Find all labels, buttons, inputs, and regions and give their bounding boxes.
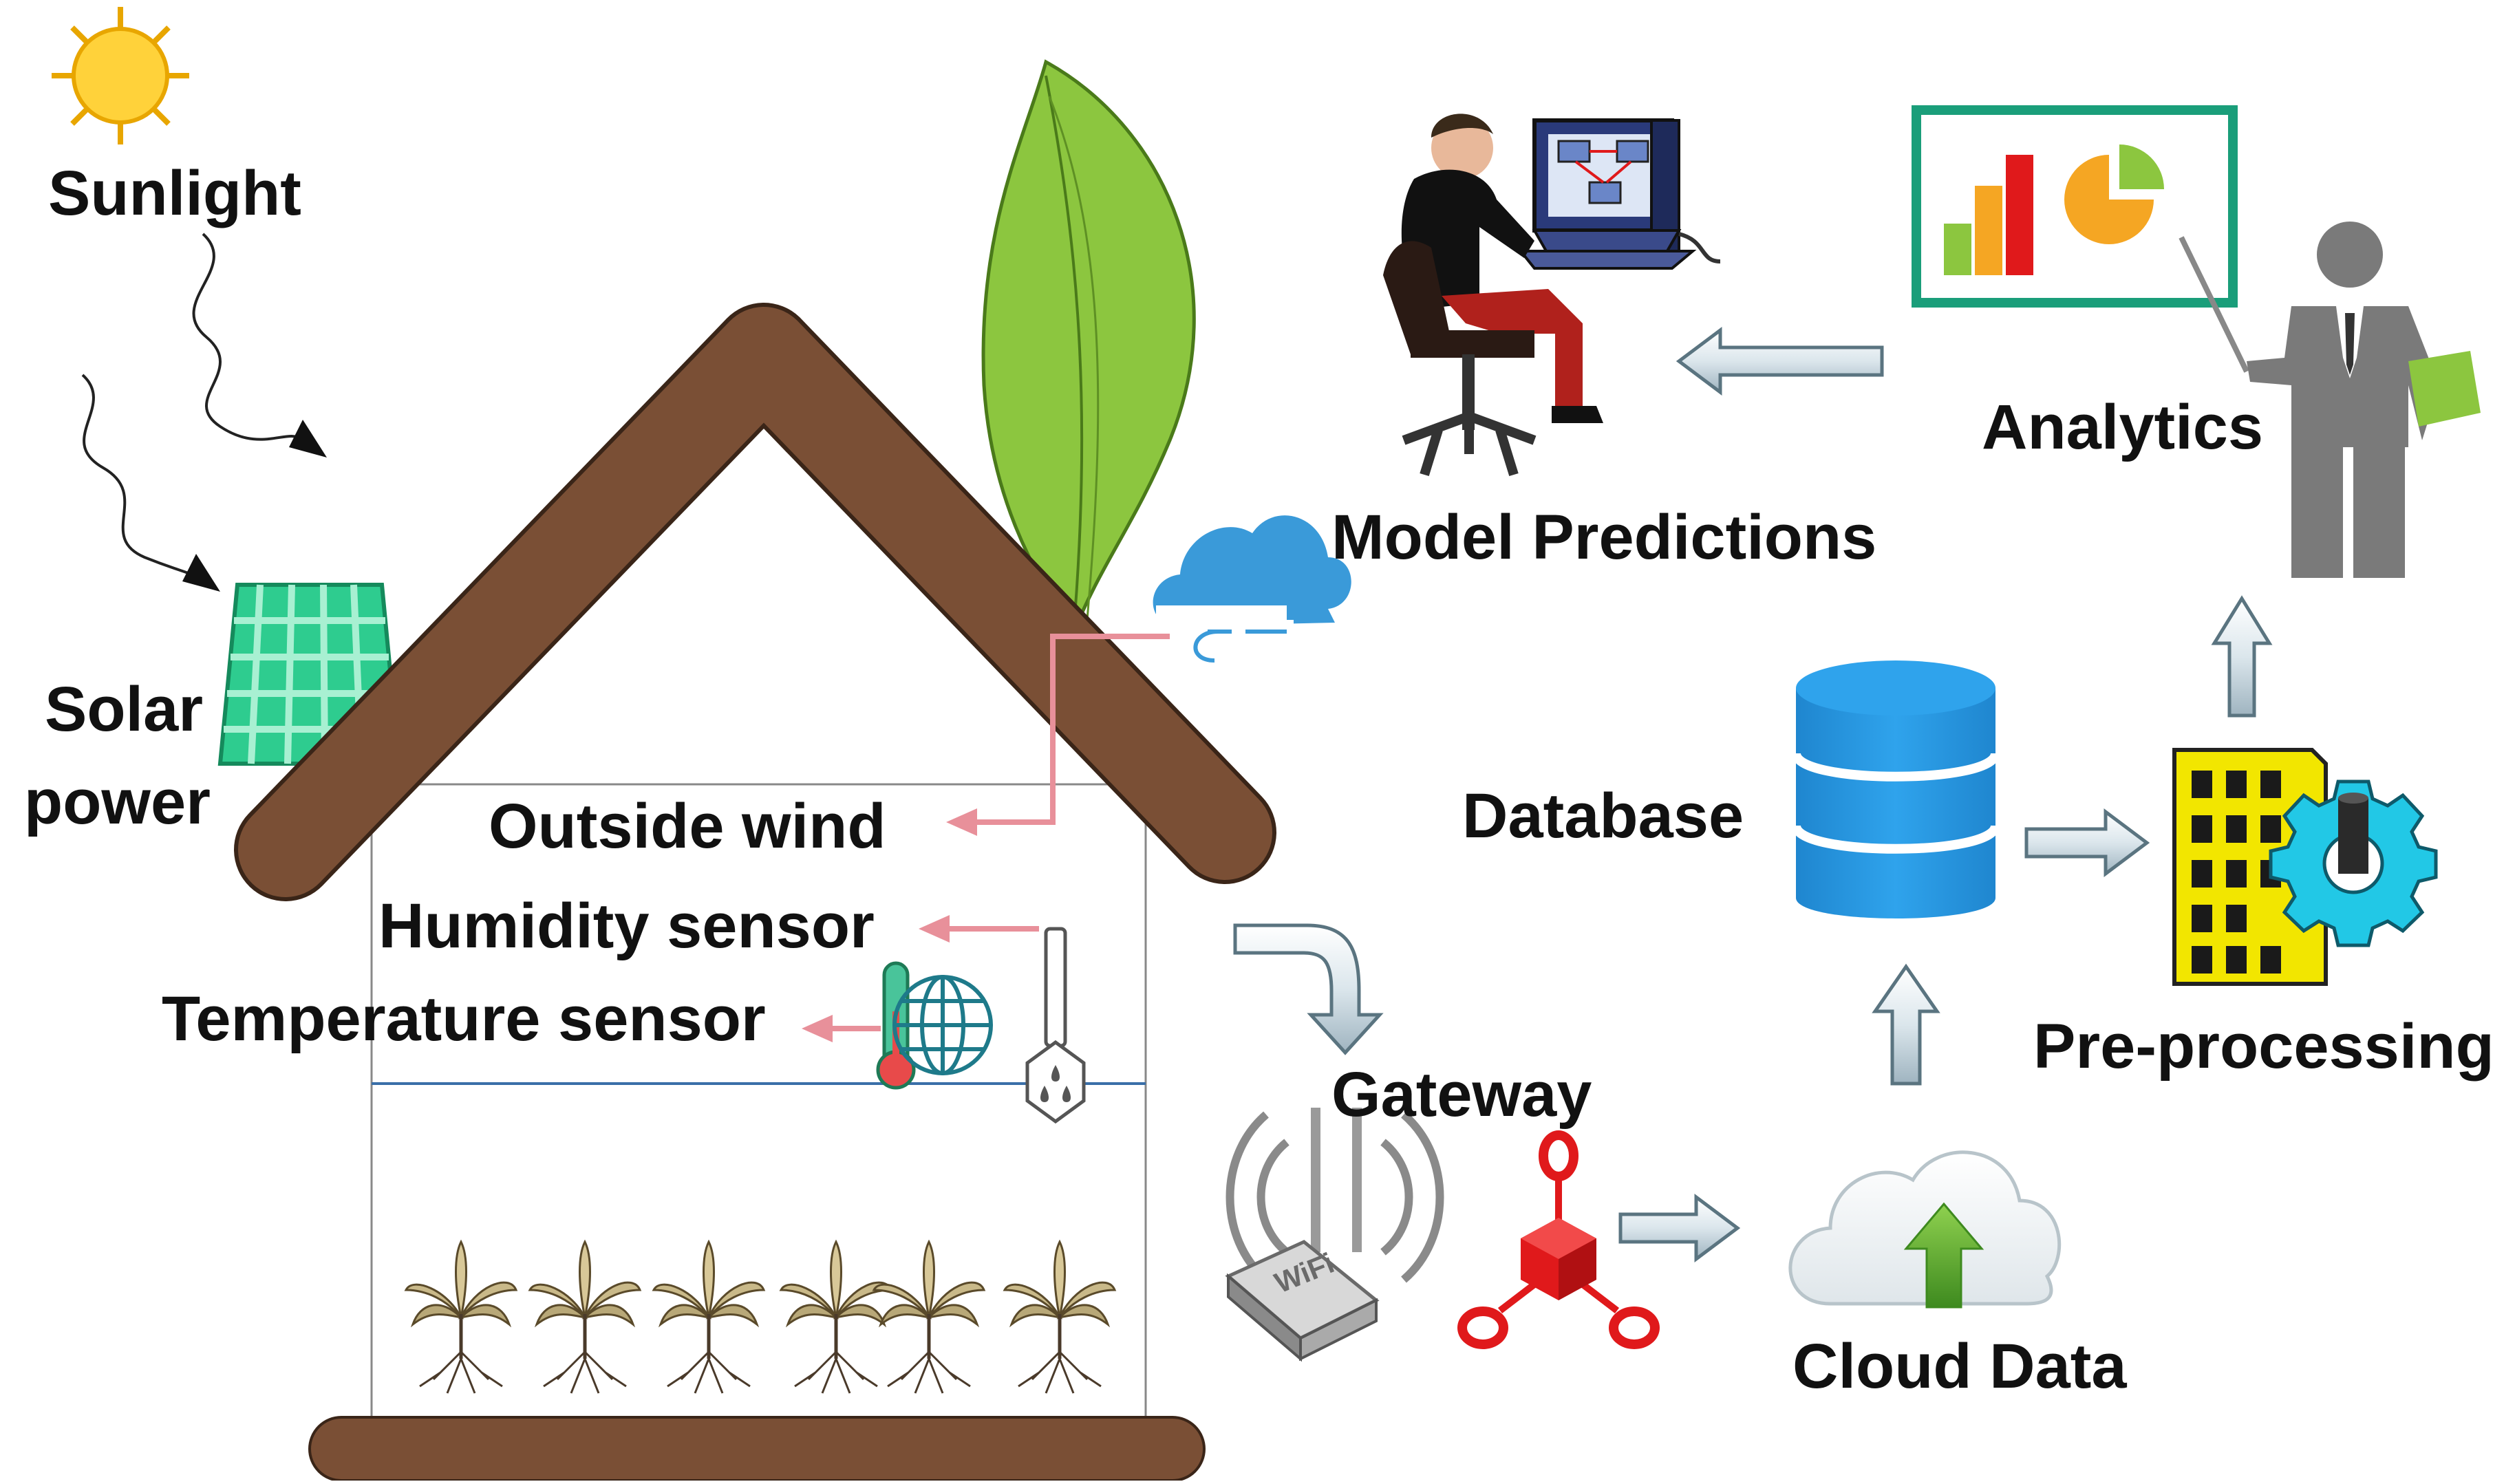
presenter-person-icon (2179, 222, 2481, 578)
analytics-label: Analytics (1982, 392, 2264, 462)
humidity-sensor-label: Humidity sensor (378, 891, 875, 961)
leaf-icon (981, 59, 1196, 637)
cloud-upload-icon (1788, 1150, 2062, 1309)
analytics-to-predictions-arrow (1676, 327, 1884, 396)
sensor-pointer-arrows (802, 634, 1170, 1042)
gear-icon (2269, 779, 2438, 947)
outside-wind-label: Outside wind (489, 791, 886, 861)
database-label: Database (1462, 781, 1744, 851)
model-predictions-label: Model Predictions (1331, 502, 1877, 572)
wind-cloud-icon (1153, 515, 1351, 663)
gateway-hub-icon (1457, 1130, 1660, 1349)
sunlight-label: Sunlight (48, 158, 301, 228)
preprocessing-to-analytics-arrow (2211, 595, 2273, 718)
pre-processing-label: Pre-processing (2033, 1011, 2494, 1082)
outside-wind-arrow (970, 634, 1170, 825)
gateway-label: Gateway (1331, 1060, 1592, 1130)
solar-power-label-line2: power (24, 767, 211, 837)
ground-bar (308, 1416, 1206, 1482)
computer-operator-icon (1383, 114, 1721, 477)
analytics-board-icon (1912, 105, 2238, 308)
solar-power-label-line1: Solar (45, 674, 204, 744)
humidity-probe-icon (1025, 927, 1086, 1124)
roof (234, 303, 1276, 901)
cloud-data-label: Cloud Data (1792, 1331, 2127, 1401)
gateway-to-cloud-arrow (1618, 1194, 1741, 1262)
database-to-preprocessing-arrow (2024, 808, 2150, 877)
globe-icon (892, 975, 993, 1075)
house-to-gateway-arrow (1233, 923, 1384, 1055)
wifi-router-icon: WiFi (1225, 1108, 1444, 1362)
sunlight-ray-arrows (81, 233, 327, 592)
preprocessing-building-icon (2172, 748, 2328, 986)
cloud-to-database-arrow (1872, 963, 1940, 1086)
sun-icon (52, 7, 189, 144)
temperature-sensor-label: Temperature sensor (162, 984, 766, 1054)
greenhouse (370, 783, 1147, 1432)
database-icon (1791, 660, 2000, 918)
